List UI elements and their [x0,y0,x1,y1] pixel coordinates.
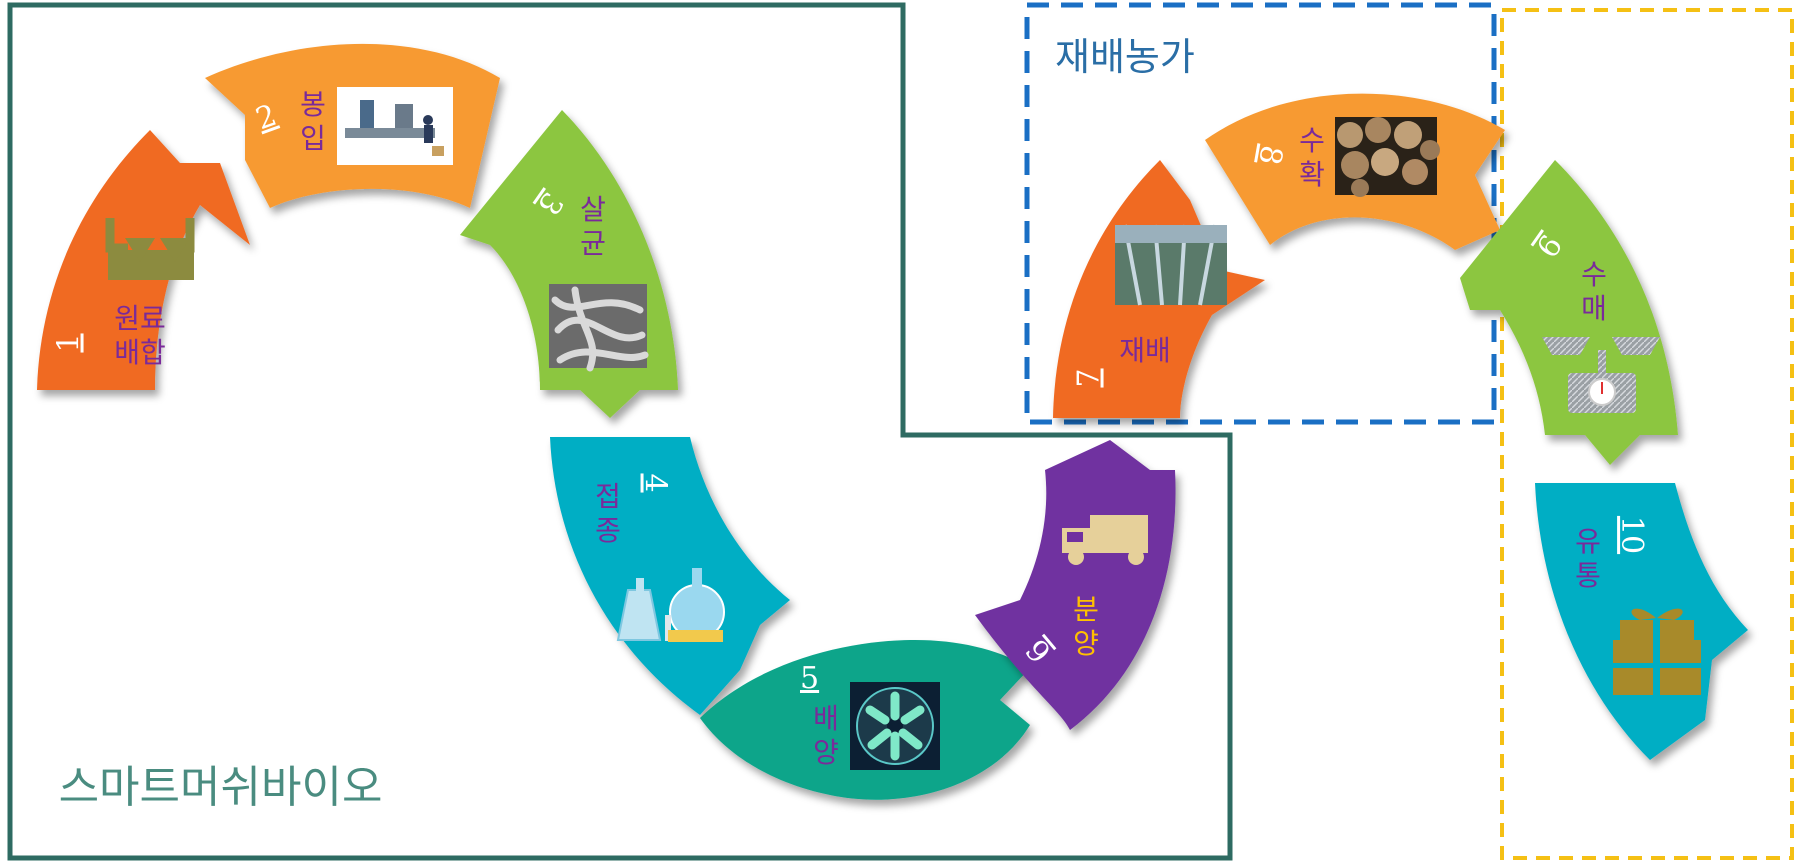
step-4-arrow [550,437,790,715]
lab-flask-icon [616,568,725,642]
scale-icon [1542,337,1660,413]
gift-box-icon [1613,608,1701,695]
petri-culture-image [850,682,940,770]
mushrooms-image [1335,117,1440,197]
merge-arrows-icon [105,218,195,280]
step-10-number: 10 [1614,515,1650,555]
step-4-number: 4 [637,473,673,493]
market-boundary [1500,8,1794,860]
company-label: 스마트머쉬바이오 [58,762,383,813]
step-7-number: 7 [1071,368,1107,388]
step-7-label: 재배 [1119,334,1171,367]
step-1-number: 1 [51,333,87,353]
packaging-line-image [337,87,453,165]
microscope-bacteria-image [549,284,649,372]
delivery-truck-icon [1062,515,1148,565]
step-6-arrow [975,440,1176,730]
greenhouse-image [1115,224,1227,306]
company-boundary [7,2,1233,861]
farm-label: 재배농가 [1055,35,1195,79]
step-5-number: 5 [800,661,820,696]
step-3-arrow [460,110,678,418]
